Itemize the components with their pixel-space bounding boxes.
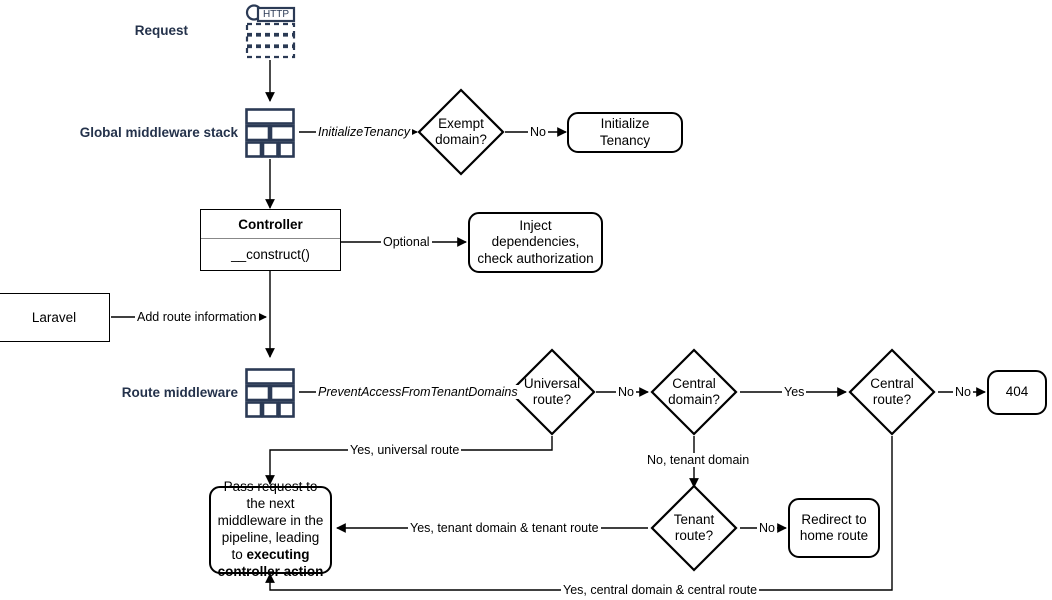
edge-label-central-route-yes: Yes, central domain & central route (561, 583, 760, 597)
node-404[interactable]: 404 (987, 370, 1047, 415)
not-found-label: 404 (1005, 384, 1029, 400)
inject-dependencies-line1: Inject dependencies, (491, 217, 580, 250)
universal-route-line2: route? (532, 392, 572, 407)
exempt-domain-line2: domain? (435, 132, 487, 147)
edge-label-universal-route-no: No (616, 385, 636, 399)
node-exempt-domain[interactable]: Exempt domain? (417, 88, 505, 176)
node-tenant-route[interactable]: Tenant route? (650, 484, 738, 572)
node-pass-request[interactable]: Pass request to the next middleware in t… (209, 479, 332, 579)
node-inject-dependencies[interactable]: Inject dependencies, check authorization (468, 212, 603, 273)
central-domain-line2: domain? (668, 392, 720, 407)
edge-label-exempt-domain-no: No (528, 125, 548, 139)
edge-label-controller-optional: Optional (381, 235, 432, 249)
edge-label-tenant-route-yes: Yes, tenant domain & tenant route (408, 521, 601, 535)
controller-title: Controller (201, 210, 340, 239)
route-middleware-icon (245, 368, 295, 423)
caption-global-middleware-stack: Global middleware stack (79, 125, 238, 140)
edge-label-prevent-access: PreventAccessFromTenantDomains (316, 385, 520, 399)
initialize-tenancy-label: Initialize Tenancy (599, 116, 651, 148)
caption-request: Request (134, 23, 188, 38)
node-redirect-home[interactable]: Redirect to home route (788, 498, 880, 558)
edge-label-add-route-information: Add route information (135, 310, 259, 324)
node-initialize-tenancy[interactable]: Initialize Tenancy (567, 112, 683, 153)
http-icon-label: HTTP (262, 9, 290, 20)
tenant-route-line1: Tenant (673, 511, 715, 527)
edge-label-universal-route-yes: Yes, universal route (348, 443, 462, 457)
edge-label-central-route-no: No (953, 385, 973, 399)
edge-label-central-domain-yes: Yes (782, 385, 807, 399)
redirect-home-line2: home route (799, 528, 869, 543)
exempt-domain-line1: Exempt (438, 115, 484, 131)
caption-route-middleware: Route middleware (121, 385, 238, 400)
node-central-route[interactable]: Central route? (848, 348, 936, 436)
tenant-route-line2: route? (674, 528, 714, 543)
edge-label-tenant-route-no: No (757, 521, 777, 535)
pass-request-text: Pass request to the next middleware in t… (217, 479, 324, 562)
edge-label-central-domain-no: No, tenant domain (645, 453, 752, 467)
central-route-line1: Central (870, 375, 914, 391)
central-route-line2: route? (872, 392, 912, 407)
node-laravel[interactable]: Laravel (0, 293, 110, 342)
node-central-domain[interactable]: Central domain? (650, 348, 738, 436)
inject-dependencies-line2: check authorization (477, 250, 594, 266)
laravel-label: Laravel (31, 310, 77, 325)
pass-request-emphasis: executing controller action (217, 546, 324, 579)
node-universal-route[interactable]: Universal route? (508, 348, 596, 436)
redirect-home-line1: Redirect to (801, 511, 867, 527)
http-request-icon: HTTP (245, 4, 297, 65)
universal-route-line1: Universal (523, 375, 581, 391)
controller-member: __construct() (231, 247, 310, 262)
node-controller[interactable]: Controller __construct() (200, 209, 341, 271)
central-domain-line1: Central (672, 375, 716, 391)
global-middleware-icon (245, 108, 295, 163)
edge-label-initialize-tenancy: InitializeTenancy (316, 125, 412, 139)
